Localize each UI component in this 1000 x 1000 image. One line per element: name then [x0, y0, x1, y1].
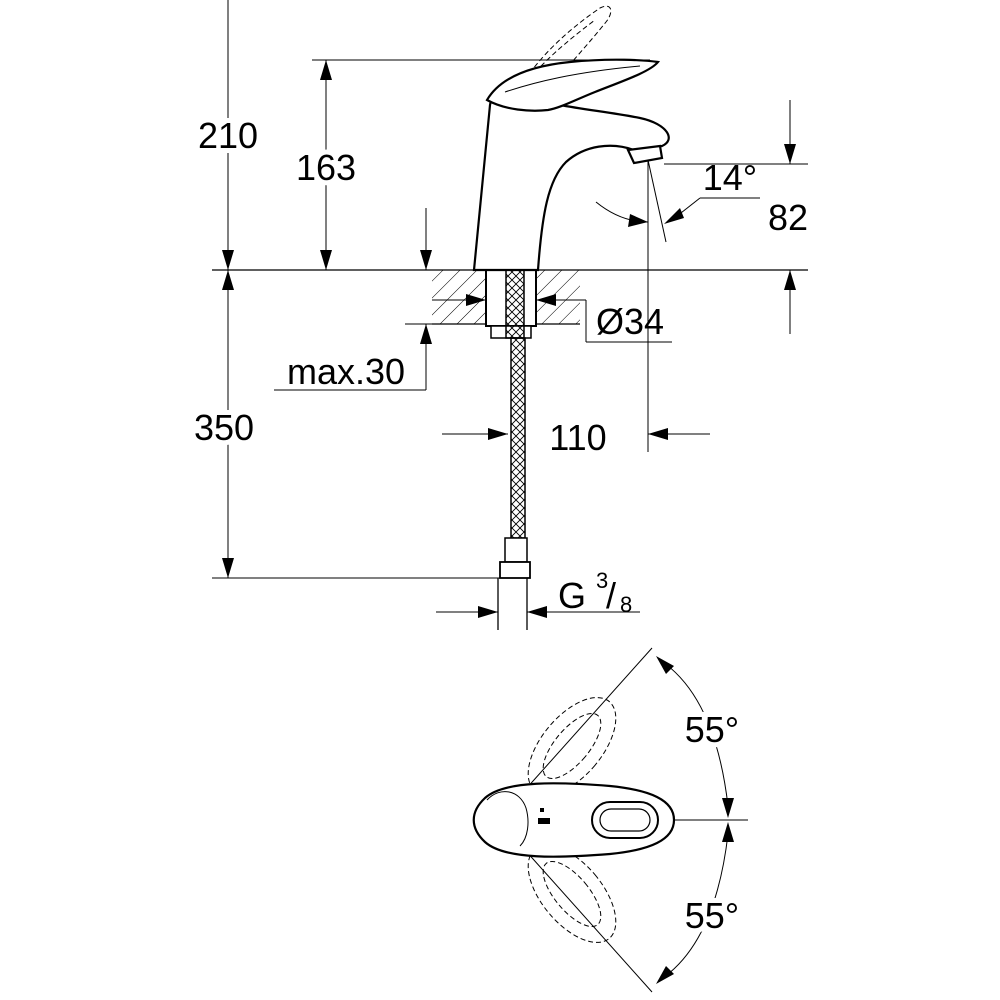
handle-raised-outline	[524, 5, 612, 97]
label-thread-prefix: G	[558, 575, 586, 616]
aerator	[626, 144, 664, 165]
countertop-section	[405, 270, 580, 325]
label-thread-den: 8	[620, 592, 632, 617]
faucet-body	[472, 91, 670, 272]
label-aerator-height: 82	[768, 197, 808, 238]
svg-text:/: /	[606, 575, 616, 616]
handle-ghost-upper	[527, 697, 617, 795]
dim-angle-lower: 55°	[656, 822, 744, 984]
dim-aerator-height: 82	[664, 100, 808, 334]
label-hole-diameter: Ø34	[596, 301, 664, 342]
dim-total-height: 210	[193, 0, 263, 270]
dim-spout-height: 163	[291, 59, 650, 270]
dim-hole-diameter: Ø34	[432, 294, 672, 343]
label-total-height: 210	[198, 115, 258, 156]
side-view: 210 163 82 14°	[189, 0, 808, 630]
handle-top	[472, 782, 676, 858]
dim-projection: 110	[442, 417, 710, 458]
dim-thread: G 3 / 8	[436, 568, 640, 618]
flexible-hose	[497, 337, 531, 630]
label-thread-num: 3	[596, 568, 608, 593]
label-spout-height: 163	[296, 147, 356, 188]
dim-aerator-angle: 14°	[595, 157, 760, 227]
dim-angle-upper: 55°	[656, 656, 744, 818]
label-hose-length: 350	[194, 407, 254, 448]
dim-max-deck: max.30	[274, 208, 432, 392]
label-aerator-angle: 14°	[703, 157, 757, 198]
dim-hose-length: 350	[189, 270, 500, 579]
label-projection: 110	[549, 417, 606, 458]
label-max-deck: max.30	[287, 351, 405, 392]
mounting-shank	[485, 269, 537, 339]
label-angle-lower: 55°	[685, 895, 739, 936]
label-angle-upper: 55°	[685, 709, 739, 750]
handle-lever	[485, 58, 661, 112]
top-view: 55° 55°	[472, 647, 748, 993]
